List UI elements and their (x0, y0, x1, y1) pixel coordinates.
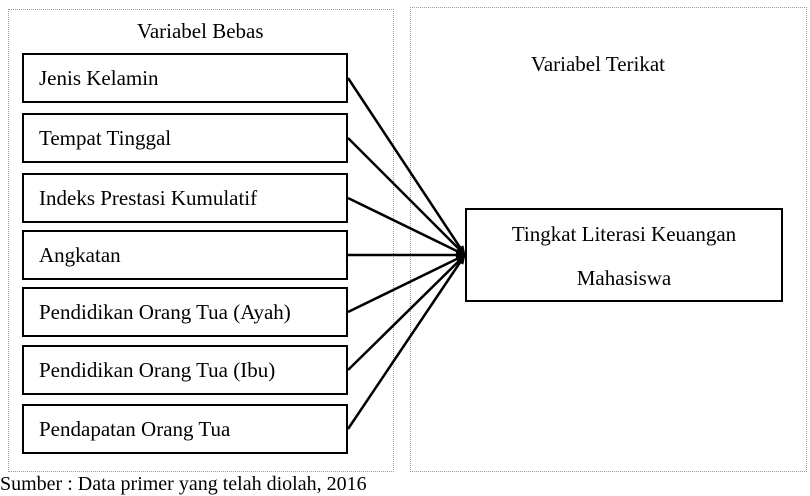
variable-box-jenis-kelamin: Jenis Kelamin (22, 53, 348, 103)
variable-box-indeks-prestasi: Indeks Prestasi Kumulatif (22, 173, 348, 223)
dependent-variable-line1: Tingkat Literasi Keuangan (511, 222, 737, 246)
variable-box-pendidikan-ayah: Pendidikan Orang Tua (Ayah) (22, 287, 348, 337)
source-caption: Sumber : Data primer yang telah diolah, … (0, 473, 367, 495)
variable-box-angkatan: Angkatan (22, 230, 348, 280)
independent-variables-title: Variabel Bebas (137, 19, 264, 43)
variable-box-pendidikan-ibu: Pendidikan Orang Tua (Ibu) (22, 345, 348, 395)
dependent-variable-title: Variabel Terikat (531, 52, 665, 76)
dependent-variable-line2: Mahasiswa (576, 266, 672, 290)
dependent-variable-box: Tingkat Literasi Keuangan Mahasiswa (465, 208, 783, 302)
variable-box-pendapatan: Pendapatan Orang Tua (22, 404, 348, 454)
variable-box-tempat-tinggal: Tempat Tinggal (22, 113, 348, 163)
